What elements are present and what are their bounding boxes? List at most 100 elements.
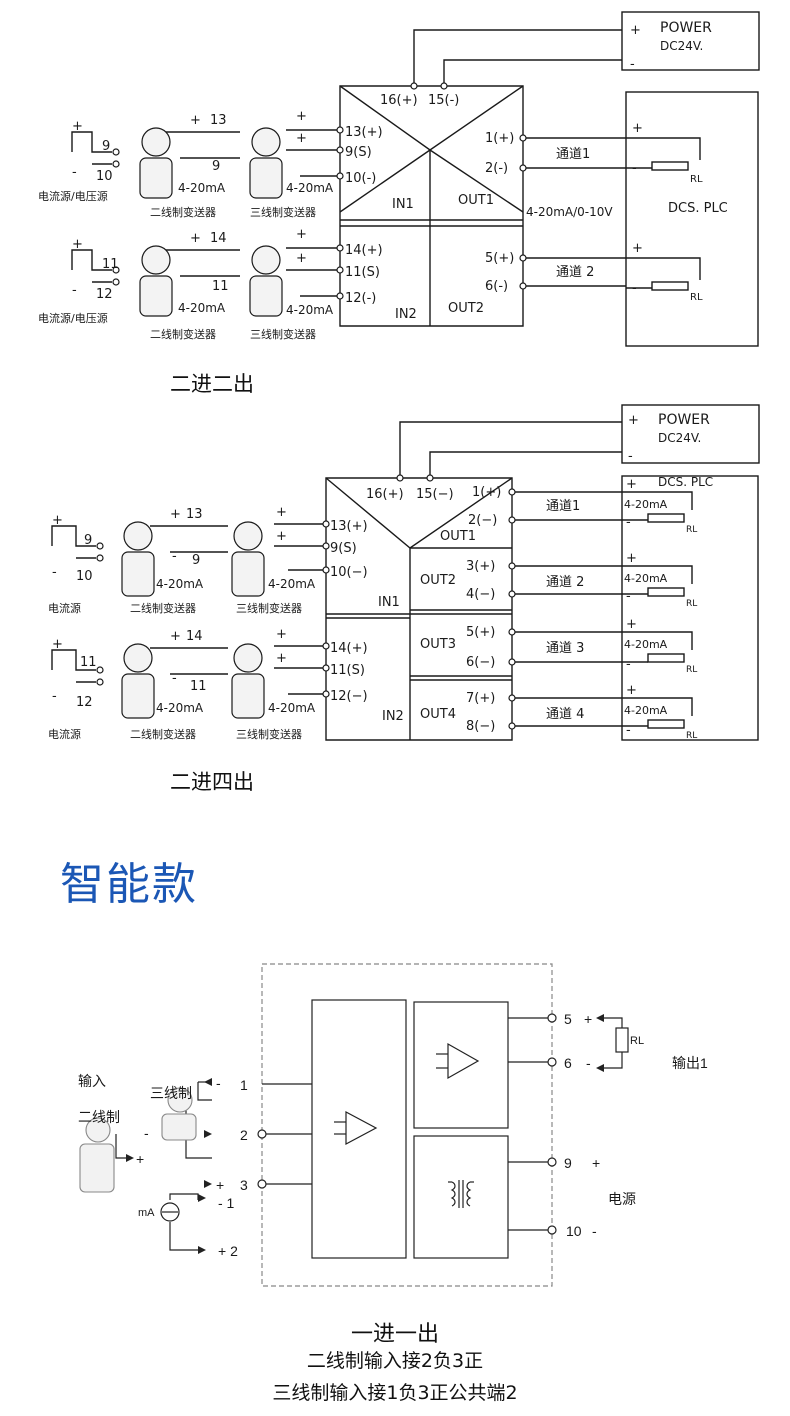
dcs2-minus-2: - <box>626 589 631 604</box>
tx22-minus-1: - <box>172 549 177 564</box>
src2-plus-2: + <box>52 637 63 652</box>
three-wire-label-3: 三线制 <box>150 1085 192 1101</box>
label-out2: OUT2 <box>448 301 484 316</box>
tx23-plus-1b: + <box>276 529 287 544</box>
source-label-1: 电流源/电压源 <box>38 189 108 203</box>
tx23-plus-1: + <box>276 505 287 520</box>
num-13: 13 <box>210 113 227 128</box>
power-voltage: DC24V. <box>660 39 703 53</box>
channel2-1: 通道1 <box>546 499 580 514</box>
terminal2-10: 10(−) <box>330 565 368 580</box>
label-in2: IN2 <box>395 307 417 322</box>
tx22-ma-2: 4-20mA <box>156 701 204 715</box>
tx3-plus-1: + <box>296 109 307 124</box>
diagram-two-in-two-out: POWER DC24V. + - 16(+) 15(-) 13(+) 9(S) … <box>38 11 760 347</box>
channel-2: 通道 2 <box>556 265 594 280</box>
src2-11: 11 <box>80 655 97 670</box>
terminal2-out-2: 2(−) <box>468 513 497 528</box>
rl-1: RL <box>690 174 703 185</box>
tx22-plus-1: + <box>170 507 181 522</box>
label2-in1: IN1 <box>378 595 400 610</box>
ma-label: mA <box>138 1207 155 1219</box>
terminal3-5: 5 <box>564 1011 572 1027</box>
power-minus: - <box>630 57 635 72</box>
src-plus-1: + <box>72 119 83 134</box>
terminal2-13: 13(+) <box>330 519 368 534</box>
tx3-ma-2: 4-20mA <box>286 303 334 317</box>
terminal-11s: 11(S) <box>345 265 380 280</box>
terminal-13: 13(+) <box>345 125 383 140</box>
dcs-plc-label: DCS. PLC <box>668 201 728 216</box>
terminal3-9: 9 <box>564 1155 572 1171</box>
dcs2-ma-3: 4-20mA <box>624 638 668 651</box>
label-in1: IN1 <box>392 197 414 212</box>
src2-12: 12 <box>76 695 93 710</box>
label2-out2: OUT2 <box>420 573 456 588</box>
num2-11: 11 <box>190 679 207 694</box>
terminal-out-5: 5(+) <box>485 251 514 266</box>
rl-label-3: RL <box>630 1035 644 1047</box>
src2-10: 10 <box>76 569 93 584</box>
signal-range: 4-20mA/0-10V <box>526 205 613 219</box>
tx3-ma-1: 4-20mA <box>286 181 334 195</box>
power-voltage-2: DC24V. <box>658 431 701 445</box>
bottom-title: 一进一出 <box>350 1322 439 1347</box>
dcs2-minus-4: - <box>626 723 631 738</box>
src-9: 9 <box>102 139 110 154</box>
dcs2-minus-1: - <box>626 515 631 530</box>
tx2-plus-2: + <box>190 231 201 246</box>
terminal3-6: 6 <box>564 1055 572 1071</box>
dcs-plus-2: + <box>632 241 643 256</box>
tx23-ma-2: 4-20mA <box>268 701 316 715</box>
three-wire-label-2: 三线制变送器 <box>250 327 316 341</box>
dcs-minus-1: - <box>632 161 637 176</box>
channel-1: 通道1 <box>556 147 590 162</box>
num2-9: 9 <box>192 553 200 568</box>
arrow-plus-2w: + <box>136 1151 144 1167</box>
terminal2-9s: 9(S) <box>330 541 357 556</box>
arrow-minus-2w: - <box>144 1125 149 1141</box>
two-wire2-label-2: 二线制变送器 <box>130 727 196 741</box>
tx2-ma-1: 4-20mA <box>178 181 226 195</box>
terminal2-out-6: 6(−) <box>466 655 495 670</box>
terminal-12: 12(-) <box>345 291 376 306</box>
three-wire2-label-1: 三线制变送器 <box>236 601 302 615</box>
terminal3-9-plus: + <box>592 1155 600 1171</box>
src2-minus-1: - <box>52 565 57 580</box>
terminal2-out-8: 8(−) <box>466 719 495 734</box>
terminal3-2: 2 <box>240 1127 248 1143</box>
tx23-ma-1: 4-20mA <box>268 577 316 591</box>
tx3-plus-1b: + <box>296 131 307 146</box>
dcs2-plus-2: + <box>626 551 637 566</box>
tx3-plus-2: + <box>296 227 307 242</box>
terminal2-12: 12(−) <box>330 689 368 704</box>
dcs2-ma-4: 4-20mA <box>624 704 668 717</box>
dcs2-ma-2: 4-20mA <box>624 572 668 585</box>
ma-terminal-minus1: - 1 <box>218 1195 235 1211</box>
tx2-11: 11 <box>212 279 229 294</box>
channel2-2: 通道 2 <box>546 575 584 590</box>
input-label: 输入 <box>78 1073 106 1089</box>
channel2-3: 通道 3 <box>546 641 584 656</box>
label2-in2: IN2 <box>382 709 404 724</box>
terminal2-out-7: 7(+) <box>466 691 495 706</box>
src-minus-1: - <box>72 165 77 180</box>
terminal3-10: 10 <box>566 1223 582 1239</box>
tx2-plus-1: + <box>190 113 201 128</box>
terminal2-16: 16(+) <box>366 487 404 502</box>
src2-9: 9 <box>84 533 92 548</box>
bottom-line-1: 二线制输入接2负3正 <box>306 1350 484 1372</box>
dcs-minus-2: - <box>632 281 637 296</box>
src-minus-2: - <box>72 283 77 298</box>
tx2-9: 9 <box>212 159 220 174</box>
power-minus-2: - <box>628 449 633 464</box>
terminal3-10-minus: - <box>592 1223 597 1239</box>
src2-minus-2: - <box>52 689 57 704</box>
num2-13: 13 <box>186 507 203 522</box>
terminal-out-1: 1(+) <box>485 131 514 146</box>
rl2-2: RL <box>686 599 697 609</box>
dcs2-plus-4: + <box>626 683 637 698</box>
power-plus-2: + <box>628 413 639 428</box>
caption-two-in-four-out: 二进四出 <box>170 770 254 794</box>
source-label-2: 电流源/电压源 <box>38 311 108 325</box>
